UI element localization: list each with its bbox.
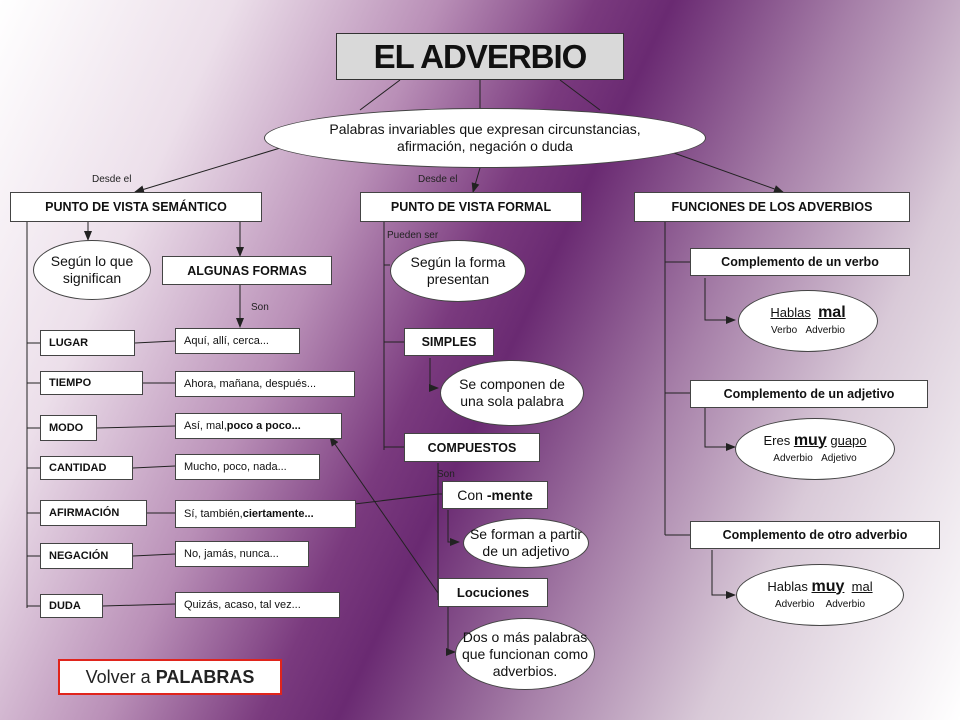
category-tiempo: TIEMPO bbox=[40, 371, 143, 395]
adv-example-ellipse: Hablas muy mal Adverbio Adverbio bbox=[736, 564, 904, 626]
meaning-ellipse: Según lo que significan bbox=[33, 240, 151, 300]
mente-ellipse: Se forman a partir de un adjetivo bbox=[463, 518, 589, 568]
formal-header: PUNTO DE VISTA FORMAL bbox=[360, 192, 582, 222]
semantic-header: PUNTO DE VISTA SEMÁNTICO bbox=[10, 192, 262, 222]
locuciones-line-3: adverbios. bbox=[492, 662, 558, 679]
simples-line-1: Se componen de bbox=[459, 376, 565, 392]
meaning-line-1: Según lo que bbox=[50, 253, 134, 269]
function-adj-box: Complemento de un adjetivo bbox=[690, 380, 928, 408]
connector-desde-semantic: Desde el bbox=[92, 174, 132, 185]
connector-desde-formal: Desde el bbox=[418, 174, 458, 185]
locuciones-box: Locuciones bbox=[438, 578, 548, 607]
functions-header: FUNCIONES DE LOS ADVERBIOS bbox=[634, 192, 910, 222]
category-duda: DUDA bbox=[40, 594, 103, 618]
example-word-muy: muy bbox=[793, 431, 827, 449]
mente-line-1: Se forman a partir bbox=[469, 526, 583, 542]
example-duda: Quizás, acaso, tal vez... bbox=[175, 592, 340, 618]
example-negacion: No, jamás, nunca... bbox=[175, 541, 309, 567]
category-cantidad: CANTIDAD bbox=[40, 456, 133, 480]
connector-son-forms: Son bbox=[251, 302, 269, 313]
example-lugar: Aquí, allí, cerca... bbox=[175, 328, 300, 354]
category-lugar: LUGAR bbox=[40, 330, 135, 356]
simples-ellipse: Se componen de una sola palabra bbox=[440, 360, 584, 426]
compuestos-box: COMPUESTOS bbox=[404, 433, 540, 462]
form-ellipse: Según la forma presentan bbox=[390, 240, 526, 302]
meaning-line-2: significan bbox=[62, 270, 122, 286]
mente-line-2: de un adjetivo bbox=[482, 543, 570, 559]
definition-line-2: afirmación, negación o duda bbox=[397, 138, 573, 154]
form-line-1: Según la forma bbox=[410, 254, 506, 270]
page-title: EL ADVERBIO bbox=[336, 33, 624, 80]
back-to-palabras-link[interactable]: Volver a PALABRAS bbox=[58, 659, 282, 695]
definition-line-1: Palabras invariables que expresan circun… bbox=[329, 121, 641, 137]
example-modo: Así, mal, poco a poco... bbox=[175, 413, 342, 439]
simples-line-2: una sola palabra bbox=[460, 393, 564, 409]
category-modo: MODO bbox=[40, 415, 97, 441]
function-verb-box: Complemento de un verbo bbox=[690, 248, 910, 276]
example-cantidad: Mucho, poco, nada... bbox=[175, 454, 320, 480]
function-adv-box: Complemento de otro adverbio bbox=[690, 521, 940, 549]
form-line-2: presentan bbox=[426, 271, 490, 287]
verb-example-ellipse: Hablas mal Verbo Adverbio bbox=[738, 290, 878, 352]
adj-example-ellipse: Eres muy guapo Adverbio Adjetivo bbox=[735, 418, 895, 480]
example-afirmacion: Sí, también, ciertamente... bbox=[175, 500, 356, 528]
example-word-hablas: Hablas bbox=[770, 304, 811, 320]
category-afirmacion: AFIRMACIÓN bbox=[40, 500, 147, 526]
category-negacion: NEGACIÓN bbox=[40, 543, 133, 569]
example-tiempo: Ahora, mañana, después... bbox=[175, 371, 355, 397]
connector-son-compuestos: Son bbox=[437, 469, 455, 480]
simples-box: SIMPLES bbox=[404, 328, 494, 356]
mente-box: Con -mente bbox=[442, 481, 548, 509]
example-word-mal: mal bbox=[818, 303, 846, 321]
definition-ellipse: Palabras invariables que expresan circun… bbox=[264, 108, 706, 168]
locuciones-ellipse: Dos o más palabras que funcionan como ad… bbox=[455, 618, 595, 690]
connector-pueden-ser: Pueden ser bbox=[387, 230, 439, 241]
locuciones-line-2: que funcionan como bbox=[461, 645, 589, 662]
forms-header: ALGUNAS FORMAS bbox=[162, 256, 332, 285]
locuciones-line-1: Dos o más palabras bbox=[462, 628, 588, 645]
